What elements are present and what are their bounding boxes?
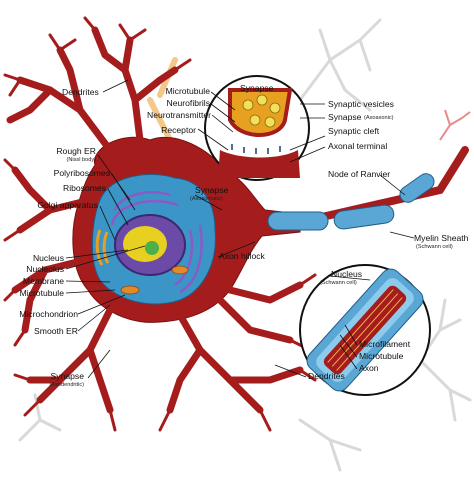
dendrite-branches [6, 26, 304, 414]
label-neurofibrils: Neurofibrils [166, 98, 210, 108]
label-smooth-er: Smooth ER [34, 326, 78, 336]
axon [267, 109, 471, 231]
label-axon: Axon [359, 363, 379, 373]
label-microtubule-top: Microtubule [165, 86, 210, 96]
label-synapse-axodendritic: Synapse [50, 371, 84, 381]
golgi-apparatus [95, 229, 110, 266]
label-nucleus: Nucleus [32, 253, 64, 263]
label-polyribosomes: Polyribosomes [53, 168, 110, 178]
label-neurotransmitter: Neurotransmitter [147, 110, 211, 120]
label-dendrites-top: Dendrites [62, 87, 99, 97]
label-golgi-apparatus: Golgi apparatus [37, 200, 98, 210]
label-synaptic-vesicles: Synaptic vesicles [328, 99, 394, 109]
label-synapse-axosomatic: Synapse [195, 185, 229, 195]
mitochondria [120, 265, 189, 295]
label-microtubule-left: Microtubule [19, 288, 64, 298]
label-axon-hillock: Axon hillock [219, 251, 265, 261]
label-axosomatic-sub: (Axosomatic) [190, 196, 223, 202]
label-schwann-cell-sub: (Schwann cell) [416, 244, 453, 250]
label-dendrites-bottom: Dendrites [308, 371, 345, 381]
label-synapse-inset: Synapse [240, 83, 274, 93]
nucleolus-halo [123, 226, 167, 262]
nucleolus [145, 241, 159, 255]
label-membrane: Membrane [22, 276, 64, 286]
label-synapse-axoaxonic: Synapse [328, 112, 362, 122]
label-myelin-sheath: Myelin Sheath [414, 233, 469, 243]
label-nucleus-inset: Nucleus [331, 269, 363, 279]
label-rough-er: Rough ER [56, 146, 96, 156]
label-axoaxonic-sub: (Axoaxonic) [364, 115, 394, 121]
label-nucleolus: Nucleolus [26, 264, 64, 274]
label-microfilament: Microfilament [359, 339, 411, 349]
label-axonal-terminal: Axonal terminal [328, 141, 388, 151]
background-dendrite-trees [18, 18, 472, 472]
label-node-of-ranvier: Node of Ranvier [328, 169, 391, 179]
label-microtubule-inset: Microtubule [359, 351, 404, 361]
label-receptor: Receptor [161, 125, 196, 135]
axon-cross-section-inset [299, 264, 431, 396]
label-nissl-body: (Nissl body) [66, 157, 96, 163]
synapse-inset [204, 75, 310, 181]
myelin-segments [267, 173, 435, 231]
label-mitochondrion: Microchondrion [19, 309, 78, 319]
dendrite-fine-branches [3, 16, 317, 432]
leader-lines [65, 79, 415, 379]
label-schwann-inset-sub: (Schwann cell) [320, 280, 357, 286]
label-synaptic-cleft: Synaptic cleft [328, 126, 380, 136]
label-axodendritic-sub: (Axodendritic) [49, 382, 84, 388]
label-ribosomes: Ribosomes [63, 183, 106, 193]
